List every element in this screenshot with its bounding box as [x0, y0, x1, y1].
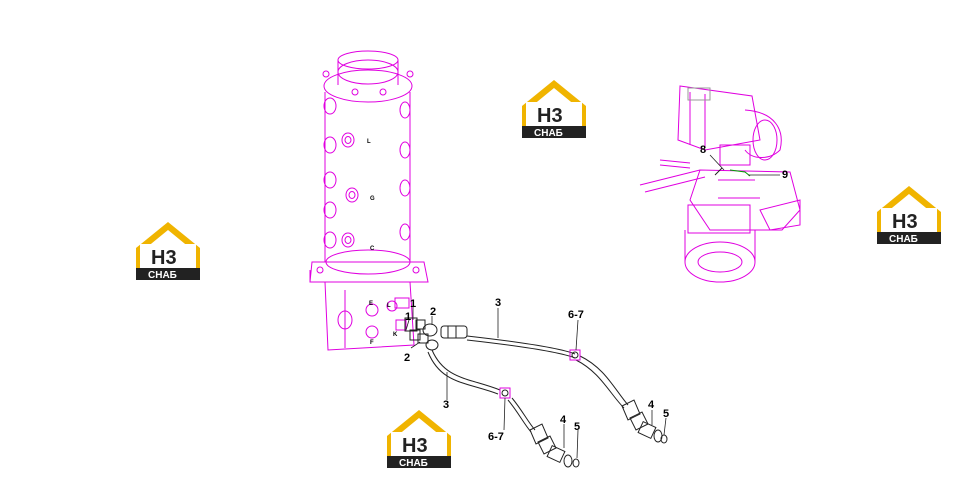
callout-4: 4: [648, 399, 655, 411]
watermark-logo: H3 СНАБ: [387, 410, 451, 469]
port-label: L: [387, 303, 391, 309]
callout-9: 9: [782, 169, 788, 181]
callout-5: 5: [663, 408, 669, 420]
rotary-joint: [309, 50, 429, 351]
watermark-big: H3: [892, 211, 918, 233]
callout-1: 1: [410, 298, 416, 310]
watermark-small: СНАБ: [889, 234, 918, 245]
callout-5: 5: [574, 421, 580, 433]
machine-context-view: [639, 85, 801, 283]
callout-3: 3: [495, 297, 501, 309]
end-fittings: [529, 399, 668, 468]
watermark-small: СНАБ: [399, 458, 428, 469]
callout-8: 8: [700, 144, 706, 156]
watermark-logo: H3 СНАБ: [877, 186, 941, 245]
watermark-big: H3: [151, 247, 177, 269]
port-label: E: [369, 301, 373, 307]
watermark-big: H3: [402, 435, 428, 457]
port-label: L: [367, 139, 371, 145]
callout-3: 3: [443, 399, 449, 411]
port-label: C: [370, 246, 375, 252]
port-fittings: [395, 317, 468, 351]
leader-lines: [405, 154, 780, 459]
callout-4: 4: [560, 414, 567, 426]
callout-1: 1: [405, 311, 411, 323]
watermark-small: СНАБ: [534, 128, 563, 139]
port-label: F: [370, 340, 374, 346]
callout-6-7: 6-7: [568, 309, 584, 321]
callout-2: 2: [404, 352, 410, 364]
watermark-small: СНАБ: [148, 270, 177, 281]
watermark-logo: H3 СНАБ: [522, 80, 586, 139]
callout-2: 2: [430, 306, 436, 318]
port-label: K: [393, 332, 398, 338]
watermark-big: H3: [537, 105, 563, 127]
port-labels: L G C E L K F: [367, 139, 398, 346]
callouts: 1 1 2 2 3 3 6-7 6-7 4 5 4 5 8 9: [404, 144, 788, 443]
callout-6-7: 6-7: [488, 431, 504, 443]
port-label: G: [370, 196, 375, 202]
watermark-logo: H3 СНАБ: [136, 222, 200, 281]
hoses: [427, 335, 629, 433]
